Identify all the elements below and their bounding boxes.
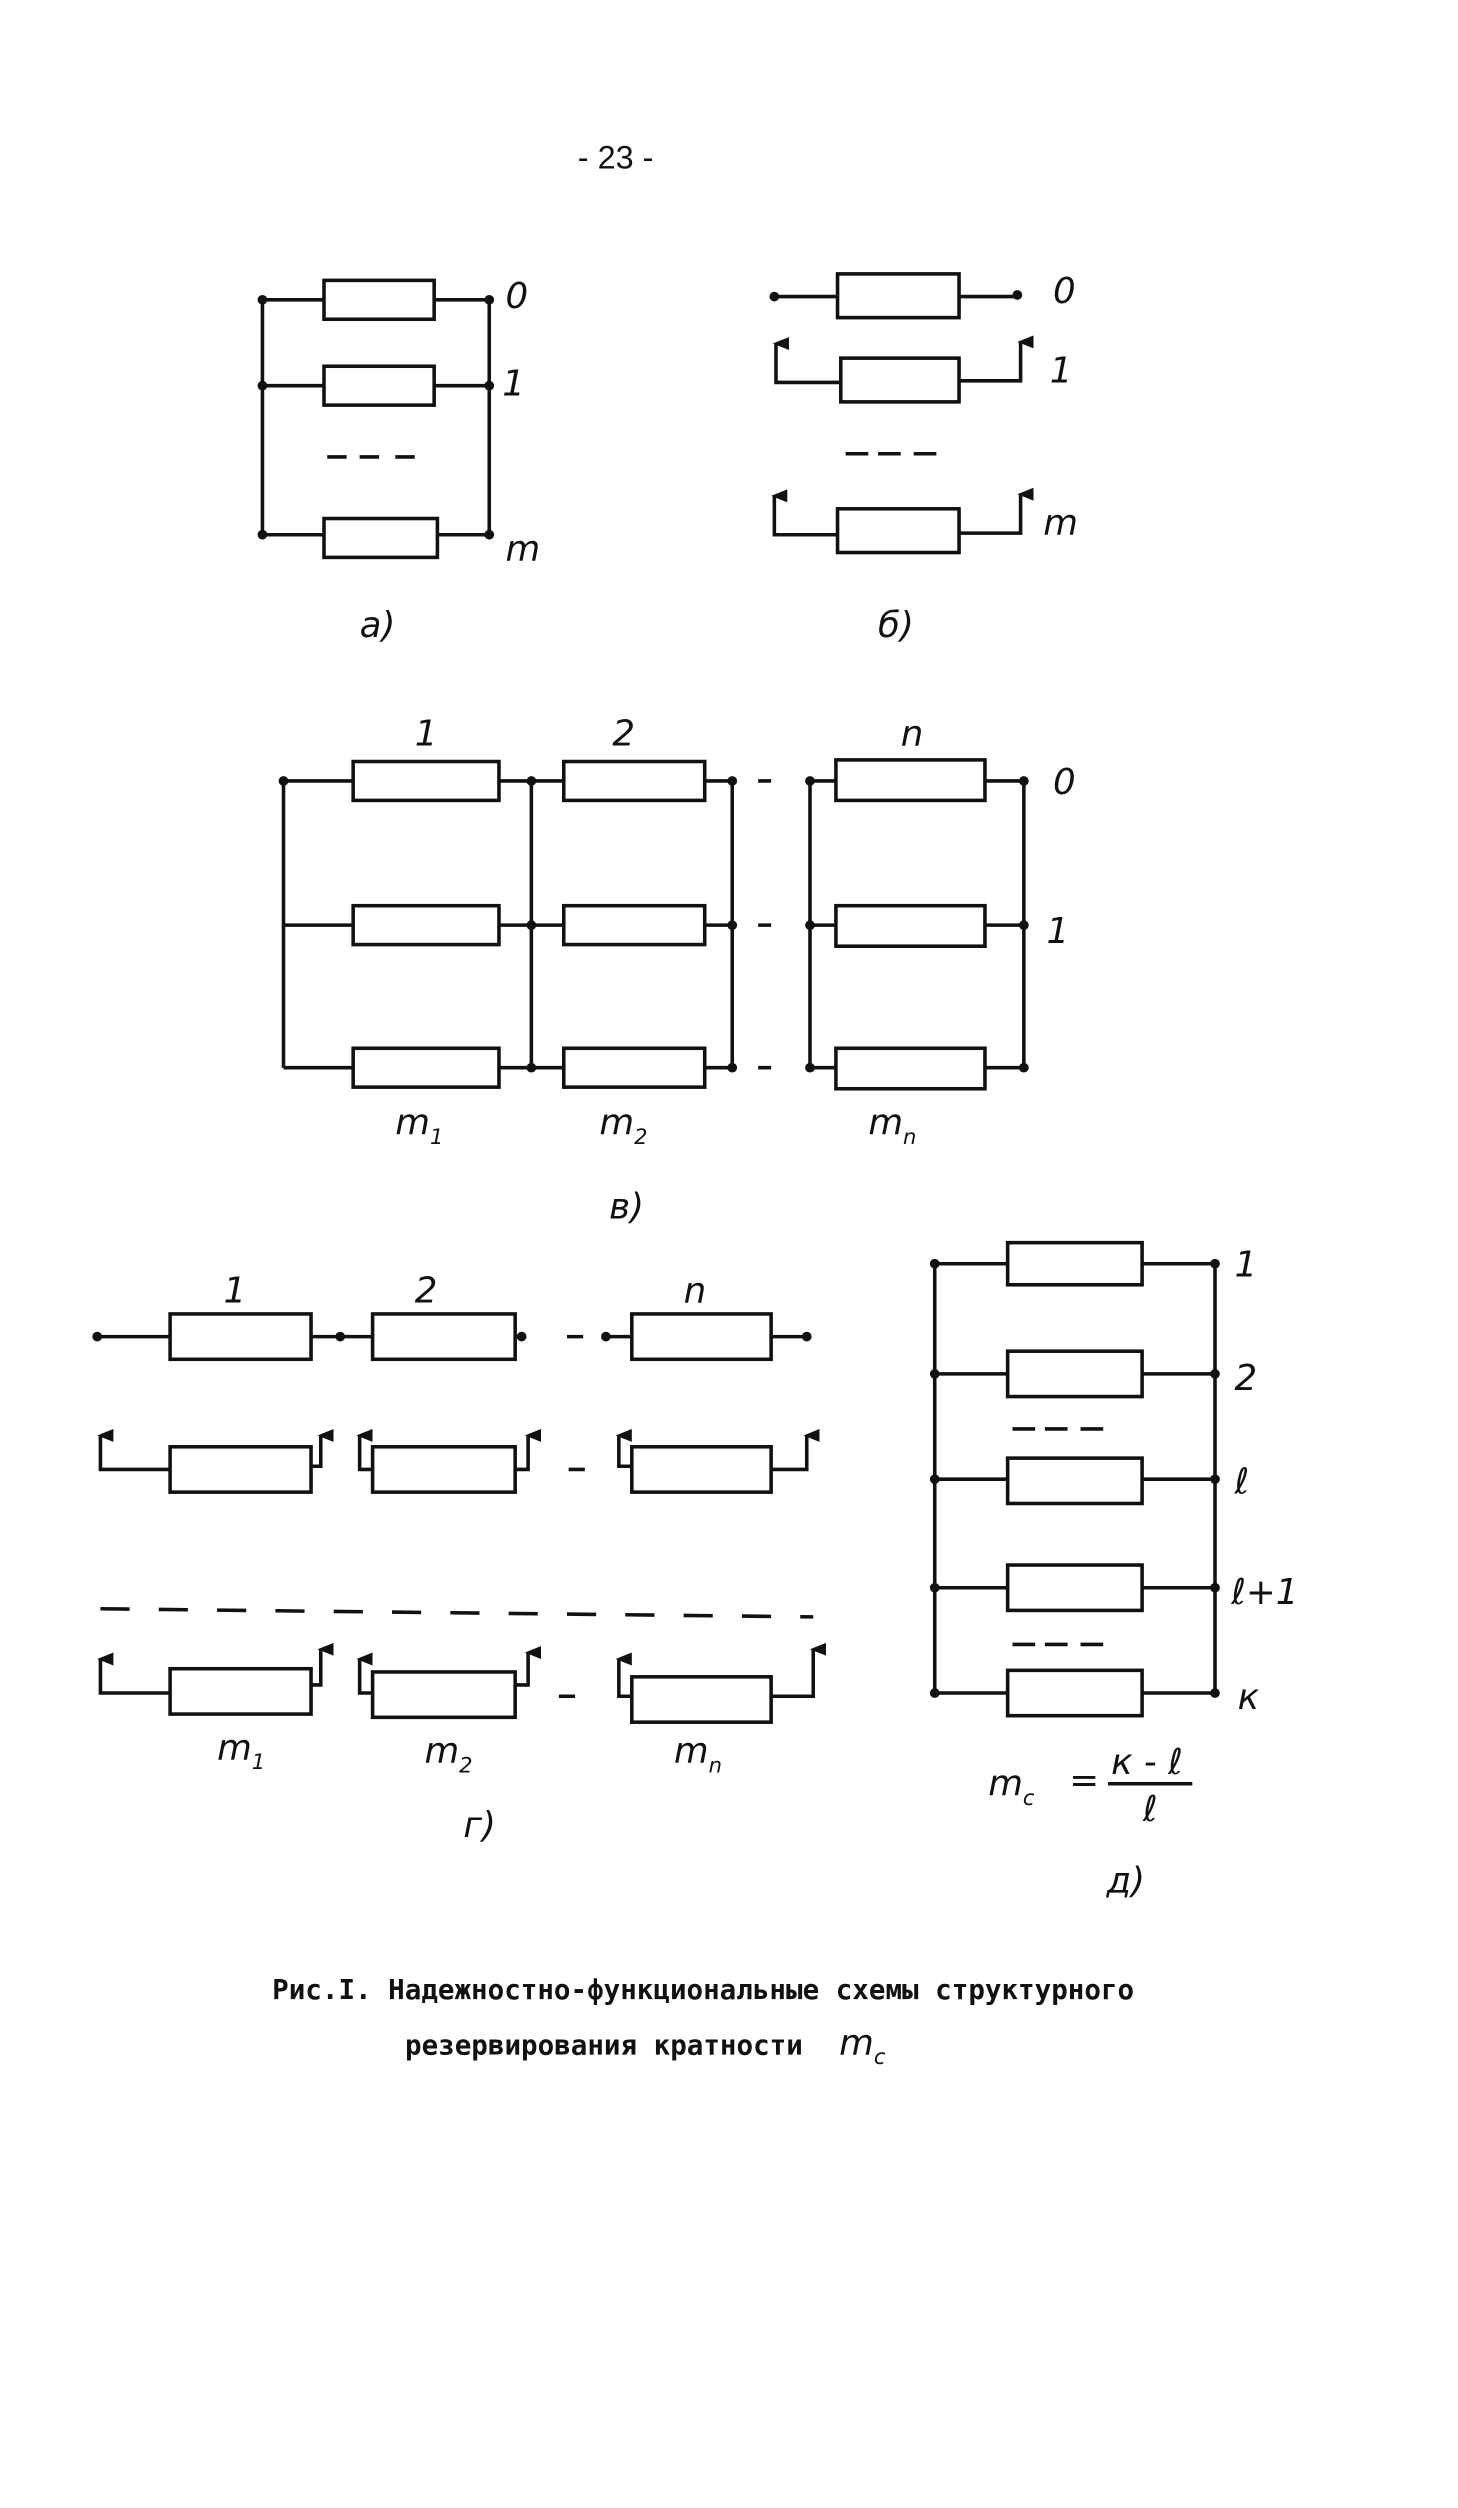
formula-mc: mc = к - ℓ ℓ — [988, 1742, 1193, 1830]
top-label-n: n — [901, 713, 924, 754]
svg-text:ℓ: ℓ — [1142, 1789, 1158, 1830]
caption-g: г) — [463, 1805, 496, 1846]
caption-v: в) — [609, 1186, 644, 1227]
label-k: к — [1238, 1677, 1260, 1718]
label-1: 1 — [1050, 350, 1073, 391]
caption-d: д) — [1105, 1860, 1145, 1901]
svg-text:к - ℓ: к - ℓ — [1111, 1742, 1183, 1783]
label-m: m — [1043, 503, 1078, 544]
diagram-d: 1 2 ℓ ℓ+1 к mc = к - ℓ ℓ д) — [929, 1240, 1298, 1901]
label-m2: m2 — [599, 1102, 647, 1149]
label-m2: m2 — [424, 1731, 472, 1778]
top-label-1: 1 — [224, 1271, 247, 1312]
top-label-2: 2 — [415, 1271, 438, 1312]
label-0: 0 — [505, 276, 528, 317]
label-m1: m1 — [217, 1727, 265, 1774]
top-label-n: n — [684, 1271, 707, 1312]
diagram-g: 1 2 n m1 m2 mn г) — [92, 1271, 827, 1846]
top-label-2: 2 — [612, 713, 635, 754]
label-0: 0 — [1053, 762, 1076, 803]
svg-text:=: = — [1069, 1760, 1099, 1801]
top-label-1: 1 — [415, 713, 438, 754]
label-m: m — [505, 529, 540, 570]
figure-caption-line2: резервирования кратности — [405, 2029, 803, 2061]
label-1: 1 — [1047, 911, 1070, 952]
label-mn: mn — [674, 1731, 722, 1778]
diagram-b: 0 1 m б) — [769, 271, 1078, 646]
label-1: 1 — [1234, 1245, 1257, 1286]
caption-a: а) — [360, 605, 396, 646]
label-l-plus-1: ℓ+1 — [1230, 1572, 1298, 1613]
caption-b: б) — [878, 605, 914, 646]
label-2: 2 — [1234, 1358, 1257, 1399]
diagram-v: 1 2 n 0 1 m1 m2 mn в) — [278, 713, 1076, 1227]
label-m1: m1 — [395, 1102, 443, 1149]
label-0: 0 — [1053, 271, 1076, 312]
row-m — [97, 1642, 827, 1724]
diagram-a: 0 1 m а) — [257, 276, 540, 646]
caption-symbol: mc — [839, 2022, 886, 2069]
svg-text:mc: mc — [988, 1763, 1035, 1810]
label-l: ℓ — [1233, 1462, 1249, 1503]
label-1: 1 — [502, 363, 525, 404]
row-2 — [97, 1428, 820, 1494]
label-mn: mn — [868, 1102, 916, 1149]
figure-caption-line1: Рис.I. Надежностно-функциональные схемы … — [272, 1974, 1134, 2006]
page-number: - 23 - — [578, 140, 654, 176]
